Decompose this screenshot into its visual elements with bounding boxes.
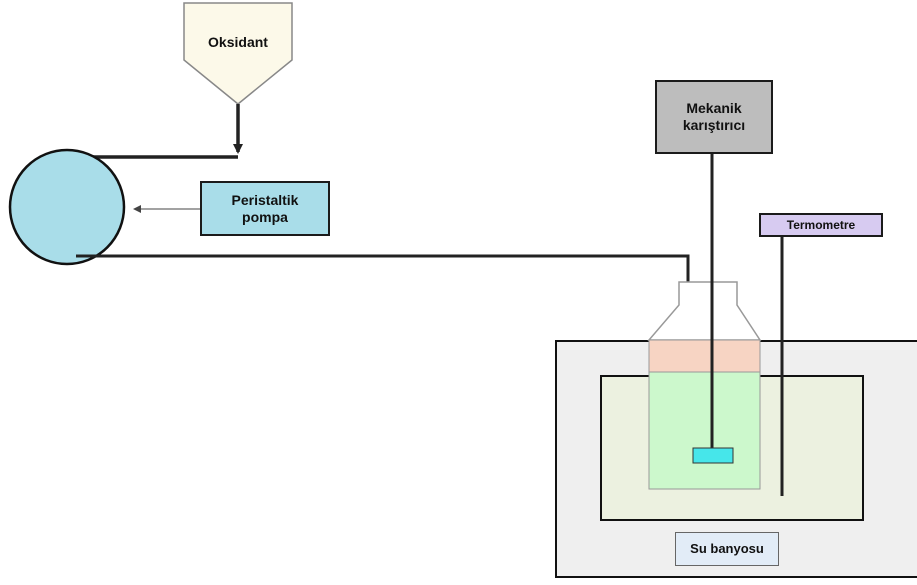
reactor-stopper xyxy=(648,339,761,373)
stirrer-label-line2: karıştırıcı xyxy=(682,117,746,133)
oxidant-label-text: Oksidant xyxy=(208,33,268,50)
pump-circle xyxy=(8,148,126,266)
reactor-neck xyxy=(647,281,762,341)
water-bath-label: Su banyosu xyxy=(675,532,779,566)
pump-label-line2: pompa xyxy=(242,208,288,225)
reactor-liquid xyxy=(648,371,761,490)
mechanical-stirrer-label: Mekanik karıştırıcı xyxy=(655,80,773,154)
impeller xyxy=(692,447,734,464)
thermometer-label-text: Termometre xyxy=(786,217,856,232)
pump-label-line1: Peristaltik xyxy=(231,191,299,208)
stirrer-label-line1: Mekanik xyxy=(686,100,742,117)
thermometer-label: Termometre xyxy=(759,213,883,237)
oxidant-hopper xyxy=(183,2,293,105)
oxidant-label: Oksidant xyxy=(184,28,292,56)
peristaltic-pump-label: Peristaltik pompa xyxy=(200,181,330,236)
water-bath-label-text: Su banyosu xyxy=(690,541,764,557)
